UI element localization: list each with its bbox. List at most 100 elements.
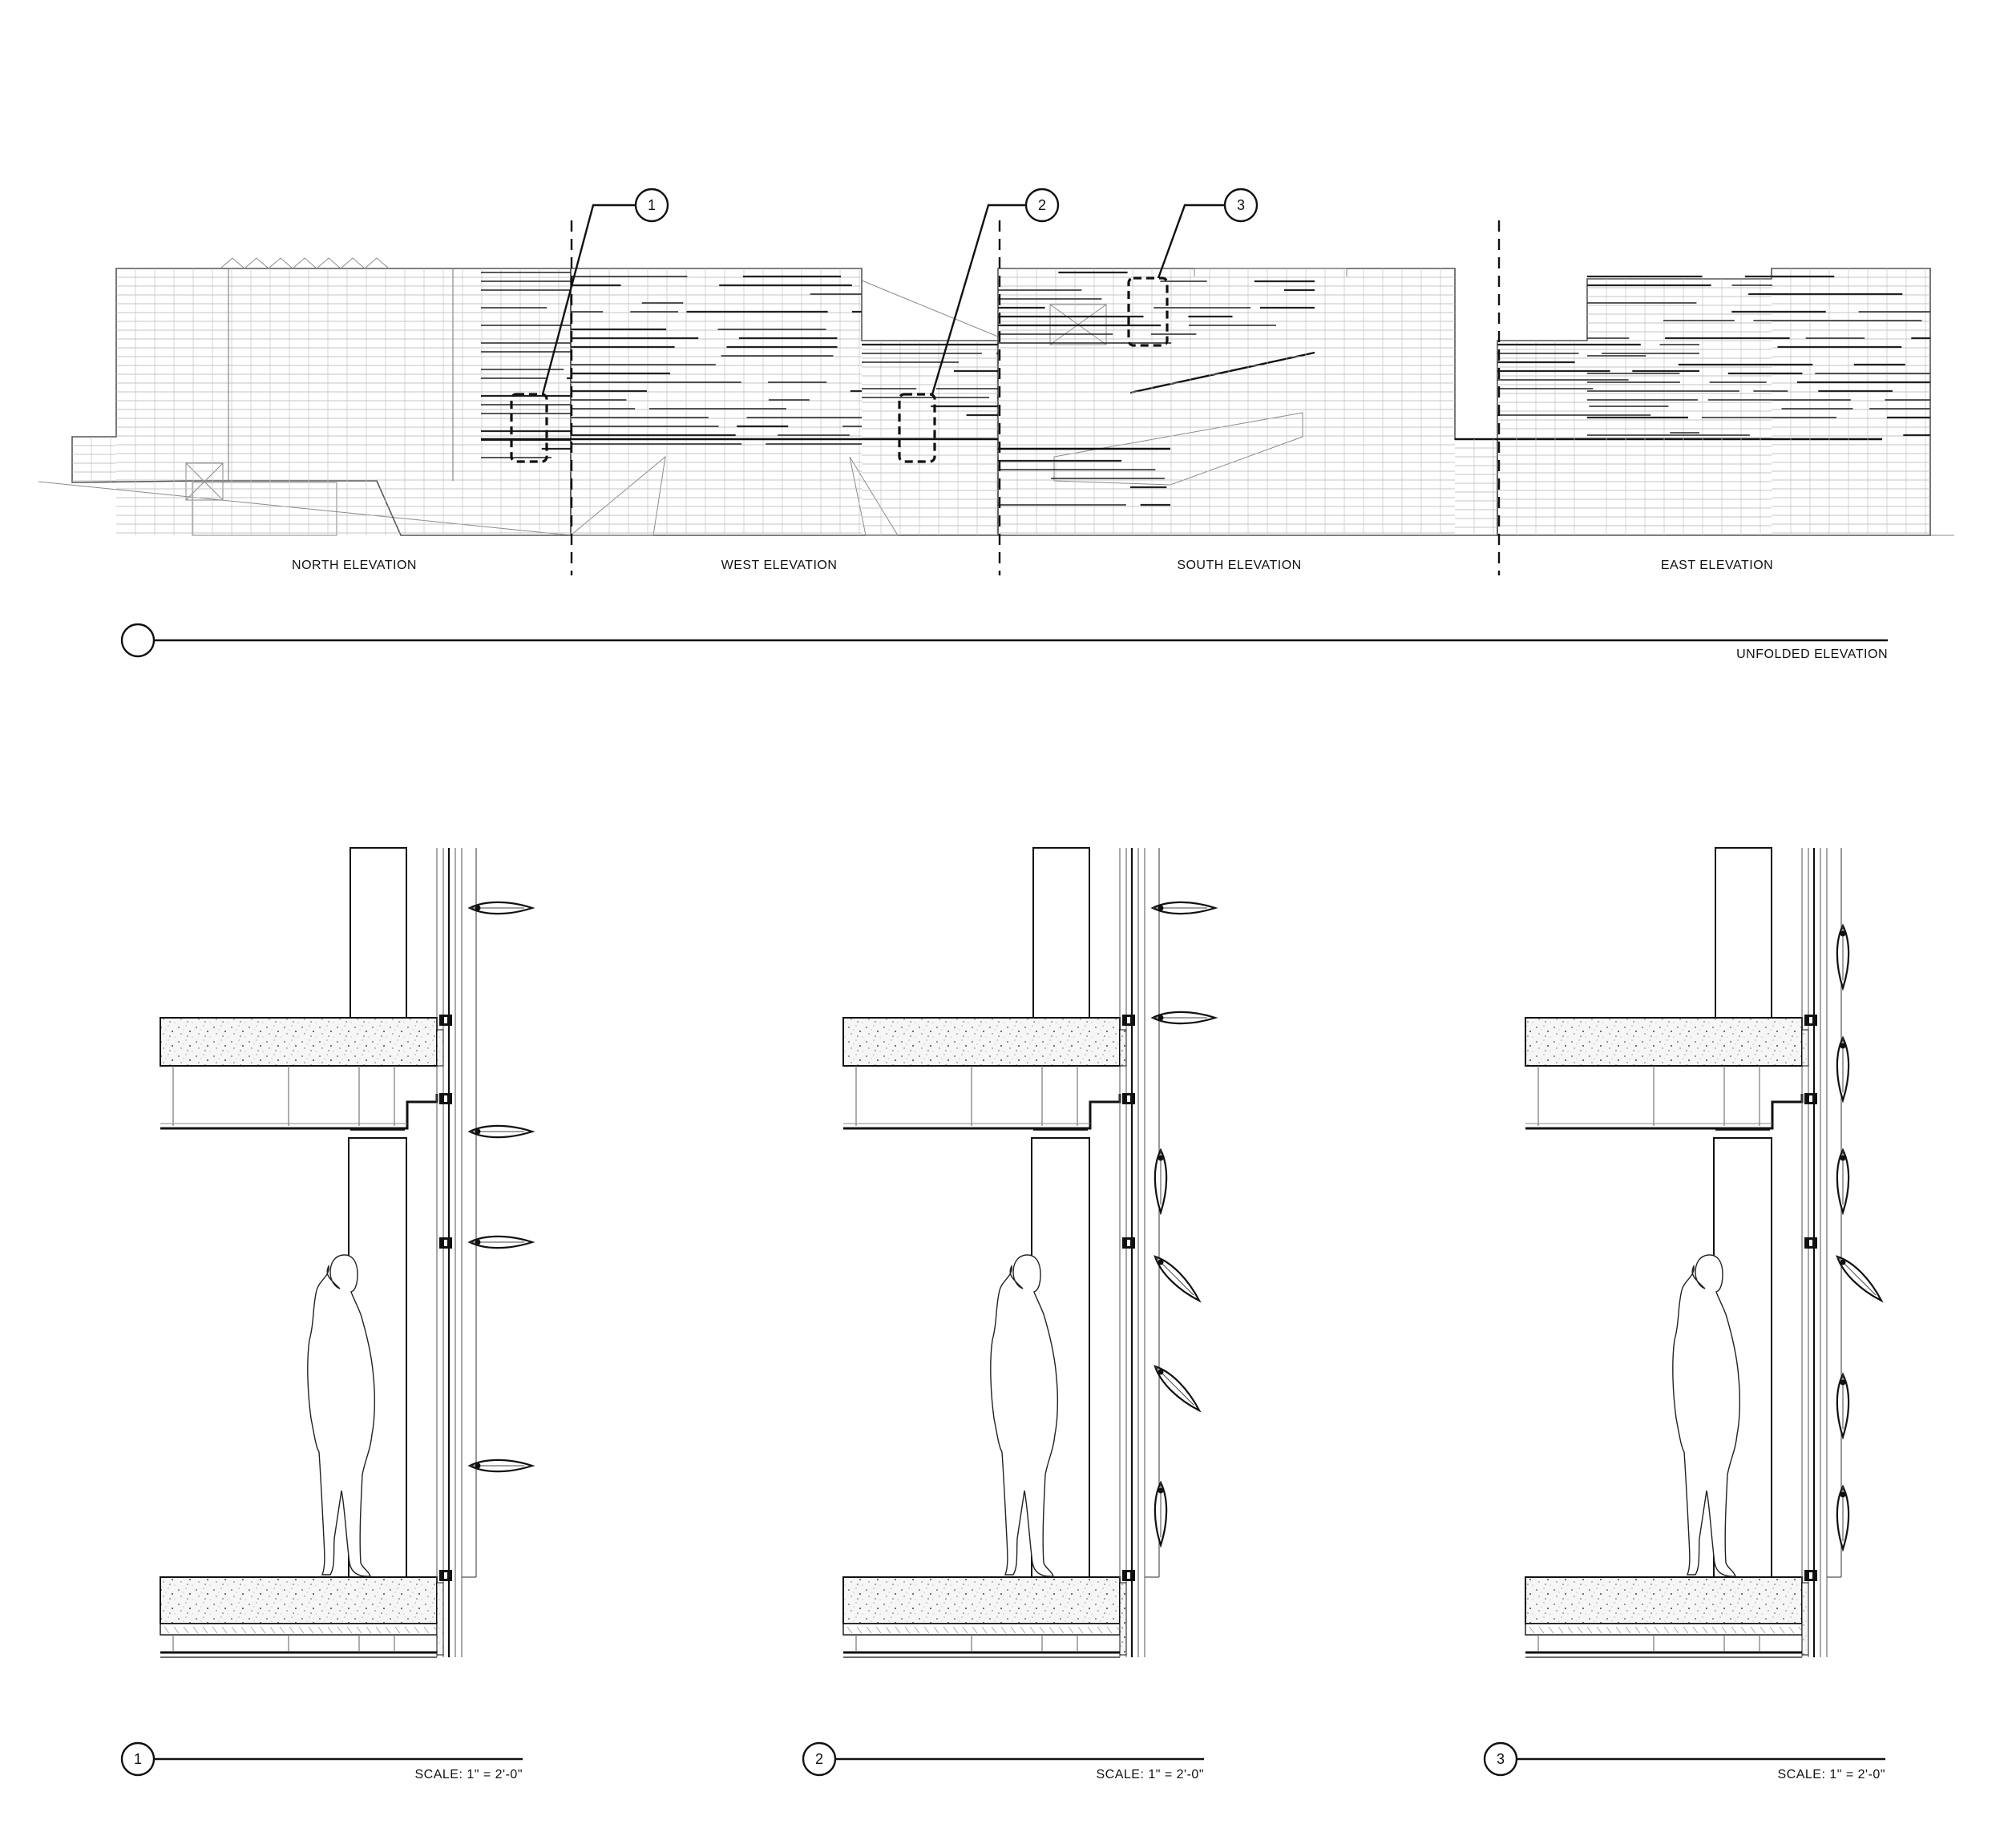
detail-scale-3: SCALE: 1" = 2'-0" <box>1777 1768 1885 1781</box>
insulation-hatch <box>192 1626 199 1634</box>
insulation-hatch <box>1615 1626 1622 1634</box>
detail-scale-2: SCALE: 1" = 2'-0" <box>1096 1768 1204 1781</box>
insulation-hatch <box>269 1626 276 1634</box>
insulation-hatch <box>1625 1626 1631 1634</box>
insulation-hatch <box>1538 1626 1545 1634</box>
insulation-hatch <box>1731 1626 1737 1634</box>
insulation-hatch <box>972 1626 978 1634</box>
detail-title-1: 1 SCALE: 1" = 2'-0" <box>120 1741 523 1781</box>
human-figure <box>1672 1254 1741 1577</box>
sunshade-fin <box>1836 1372 1850 1440</box>
insulation-hatch <box>183 1626 189 1634</box>
insulation-hatch <box>298 1626 305 1634</box>
insulation-hatch <box>212 1626 218 1634</box>
sunshade-fin <box>1154 1365 1202 1413</box>
detail-title-3: 3 SCALE: 1" = 2'-0" <box>1483 1741 1885 1781</box>
mullion-anchor-slot <box>444 1572 447 1579</box>
sunshade-fin <box>1150 901 1218 915</box>
slab-edge-fill <box>1119 1582 1127 1656</box>
human-figure <box>990 1254 1059 1577</box>
detail-number-3: 3 <box>1497 1751 1505 1767</box>
wall-section-details <box>160 847 1884 1658</box>
mullion-anchor-slot <box>1809 1240 1812 1246</box>
insulation-hatch <box>943 1626 949 1634</box>
insulation-hatch <box>240 1626 247 1634</box>
floor-slab-upper <box>160 1017 438 1067</box>
mullion-anchor-slot <box>1809 1095 1812 1102</box>
insulation-hatch <box>933 1626 939 1634</box>
insulation-hatch <box>289 1626 295 1634</box>
slab-insulation <box>160 1623 438 1636</box>
insulation-hatch <box>1567 1626 1574 1634</box>
insulation-hatch <box>308 1626 314 1634</box>
title-unfolded-elevation: UNFOLDED ELEVATION <box>1736 648 1888 661</box>
insulation-hatch <box>394 1626 401 1634</box>
label-west-elevation: WEST ELEVATION <box>721 559 838 572</box>
insulation-hatch <box>337 1626 343 1634</box>
insulation-hatch <box>856 1626 863 1634</box>
wall-section-detail-3 <box>1525 847 1884 1658</box>
insulation-hatch <box>866 1626 872 1634</box>
slab-edge-fill <box>1801 1582 1809 1656</box>
insulation-hatch <box>1702 1626 1708 1634</box>
insulation-hatch <box>875 1626 882 1634</box>
slab-edge-fill <box>436 1582 444 1656</box>
detail-number-1: 1 <box>134 1751 142 1767</box>
sunshade-fin <box>1836 1255 1884 1303</box>
north-elevation-massing <box>71 257 572 536</box>
callout-bubble-3: 3 <box>1223 188 1259 223</box>
slab-insulation <box>842 1623 1121 1636</box>
sunshade-fin <box>1836 923 1850 991</box>
mullion-anchor-slot <box>1127 1095 1130 1102</box>
insulation-hatch <box>1000 1626 1007 1634</box>
detail-scale-1: SCALE: 1" = 2'-0" <box>414 1768 523 1781</box>
insulation-hatch <box>904 1626 911 1634</box>
mullion-anchor-slot <box>1809 1017 1812 1023</box>
sunshade-fin <box>1836 1148 1850 1216</box>
insulation-hatch <box>1596 1626 1602 1634</box>
mullion-anchor-slot <box>1127 1240 1130 1246</box>
callout-leader-2 <box>931 204 1026 395</box>
sunshade-fin <box>467 1235 535 1249</box>
callout-number-1: 1 <box>648 197 656 213</box>
insulation-hatch <box>1048 1626 1055 1634</box>
insulation-hatch <box>231 1626 237 1634</box>
label-north-elevation: NORTH ELEVATION <box>292 559 417 572</box>
insulation-hatch <box>1692 1626 1699 1634</box>
insulation-hatch <box>1558 1626 1564 1634</box>
callout-bubble-2: 2 <box>1024 188 1060 223</box>
mullion-anchor-slot <box>1809 1572 1812 1579</box>
callout-leader-1 <box>541 204 636 395</box>
mullion-anchor-slot <box>444 1017 447 1023</box>
insulation-hatch <box>885 1626 891 1634</box>
insulation-hatch <box>1529 1626 1535 1634</box>
slab-edge-fill <box>1119 1029 1127 1067</box>
insulation-hatch <box>356 1626 362 1634</box>
insulation-hatch <box>279 1626 285 1634</box>
insulation-hatch <box>164 1626 170 1634</box>
wall-section-detail-2 <box>842 847 1218 1658</box>
insulation-hatch <box>1683 1626 1689 1634</box>
floor-slab-lower <box>1525 1576 1803 1624</box>
insulation-hatch <box>404 1626 410 1634</box>
insulation-hatch <box>221 1626 228 1634</box>
insulation-hatch <box>1769 1626 1776 1634</box>
insulation-hatch <box>846 1626 853 1634</box>
insulation-hatch <box>1586 1626 1593 1634</box>
insulation-hatch <box>173 1626 180 1634</box>
sunshade-fin <box>1836 1035 1850 1104</box>
insulation-hatch <box>1039 1626 1045 1634</box>
south-elevation-massing <box>997 268 1498 536</box>
insulation-hatch <box>1020 1626 1026 1634</box>
callout-number-3: 3 <box>1237 197 1245 213</box>
east-elevation-massing <box>1455 268 1931 536</box>
sunshade-fin <box>1154 1480 1168 1548</box>
slab-edge-fill <box>1801 1029 1809 1067</box>
slab-edge-fill <box>436 1029 444 1067</box>
human-figure <box>307 1254 376 1577</box>
insulation-hatch <box>914 1626 920 1634</box>
insulation-hatch <box>981 1626 988 1634</box>
insulation-hatch <box>375 1626 382 1634</box>
callout-bubble-1: 1 <box>634 188 669 223</box>
column-upper <box>349 847 407 1019</box>
